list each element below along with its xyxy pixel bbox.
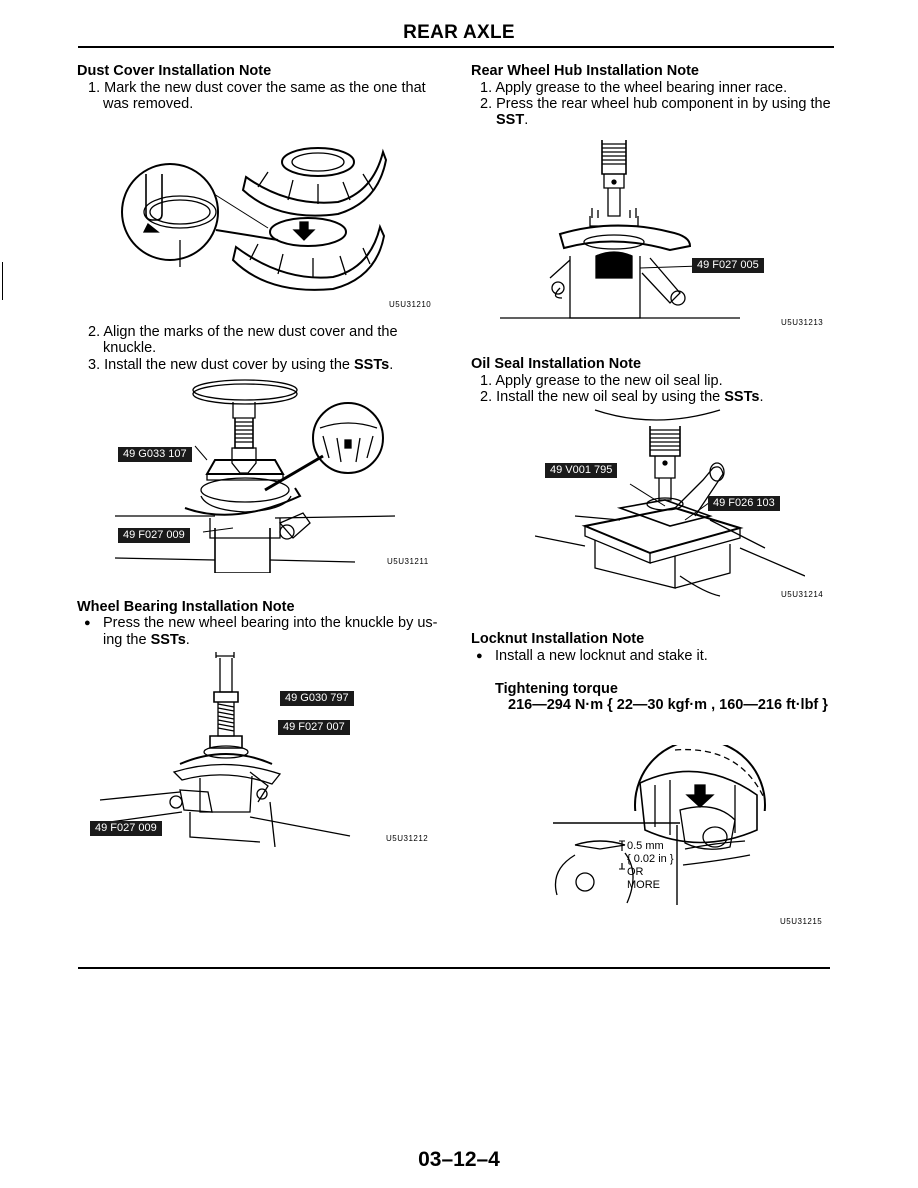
torque-heading: Tightening torque: [495, 681, 618, 697]
torque-value: 216—294 N·m { 22—30 kgf·m , 160—216 ft·l…: [508, 697, 828, 713]
dimension-in: { 0.02 in }: [627, 853, 674, 865]
figure-code-u5u31212: U5U31212: [386, 834, 429, 843]
figure-code-u5u31214: U5U31214: [781, 590, 824, 599]
header-rule: [78, 46, 834, 48]
wheel-bearing-heading: Wheel Bearing Installation Note: [77, 599, 295, 615]
figure-code-u5u31213: U5U31213: [781, 318, 824, 327]
sst-label-49f027005: 49 F027 005: [692, 258, 764, 273]
figure-code-u5u31215: U5U31215: [780, 917, 823, 926]
sst-label-49g033107: 49 G033 107: [118, 447, 192, 462]
locknut-figure: [545, 745, 780, 910]
rear-hub-step2-line2: SST.: [496, 112, 529, 128]
dust-cover-step2-line1: 2. Align the marks of the new dust cover…: [88, 324, 398, 340]
wheel-bearing-bullet: ●: [84, 617, 91, 629]
margin-mark: [2, 262, 3, 300]
dust-cover-step1-line2: was removed.: [103, 96, 194, 112]
sst-label-49g030797: 49 G030 797: [280, 691, 354, 706]
dust-cover-step2-line2: knuckle.: [103, 340, 157, 356]
rear-hub-figure: [500, 138, 800, 323]
oil-seal-step1: 1. Apply grease to the new oil seal lip.: [480, 373, 723, 389]
locknut-heading: Locknut Installation Note: [471, 631, 645, 647]
locknut-line1: Install a new locknut and stake it.: [495, 648, 708, 664]
dust-cover-step1-line1: 1. Mark the new dust cover the same as t…: [88, 80, 426, 96]
rear-hub-step2-line1: 2. Press the rear wheel hub component in…: [480, 96, 831, 112]
dust-cover-marking-figure: [118, 132, 398, 302]
wheel-bearing-line1: Press the new wheel bearing into the knu…: [103, 615, 438, 631]
wheel-bearing-line2: ing the SSTs.: [103, 632, 190, 648]
oil-seal-step2: 2. Install the new oil seal by using the…: [480, 389, 764, 405]
footer-rule: [78, 967, 830, 969]
dimension-more: MORE: [627, 879, 660, 891]
figure-code-u5u31211: U5U31211: [387, 557, 429, 566]
rear-hub-step1: 1. Apply grease to the wheel bearing inn…: [480, 80, 788, 96]
locknut-bullet: ●: [476, 650, 483, 662]
sst-label-49f027009: 49 F027 009: [118, 528, 190, 543]
sst-label-49f027007: 49 F027 007: [278, 720, 350, 735]
dimension-mm: 0.5 mm: [627, 840, 664, 852]
dust-cover-install-figure: [115, 378, 395, 573]
sst-label-49f026103: 49 F026 103: [708, 496, 780, 511]
sst-label-49v001795: 49 V001 795: [545, 463, 618, 478]
dust-cover-step3: 3. Install the new dust cover by using t…: [88, 357, 394, 373]
dimension-or: OR: [627, 866, 644, 878]
wheel-bearing-figure: [90, 652, 360, 847]
page-title: REAR AXLE: [403, 22, 515, 43]
page-number: 03–12–4: [418, 1148, 500, 1171]
oil-seal-heading: Oil Seal Installation Note: [471, 356, 642, 372]
figure-code-u5u31210: U5U31210: [389, 300, 432, 309]
rear-hub-heading: Rear Wheel Hub Installation Note: [471, 63, 699, 79]
sst-label-49f027009-bearing: 49 F027 009: [90, 821, 162, 836]
dust-cover-heading: Dust Cover Installation Note: [77, 63, 272, 79]
